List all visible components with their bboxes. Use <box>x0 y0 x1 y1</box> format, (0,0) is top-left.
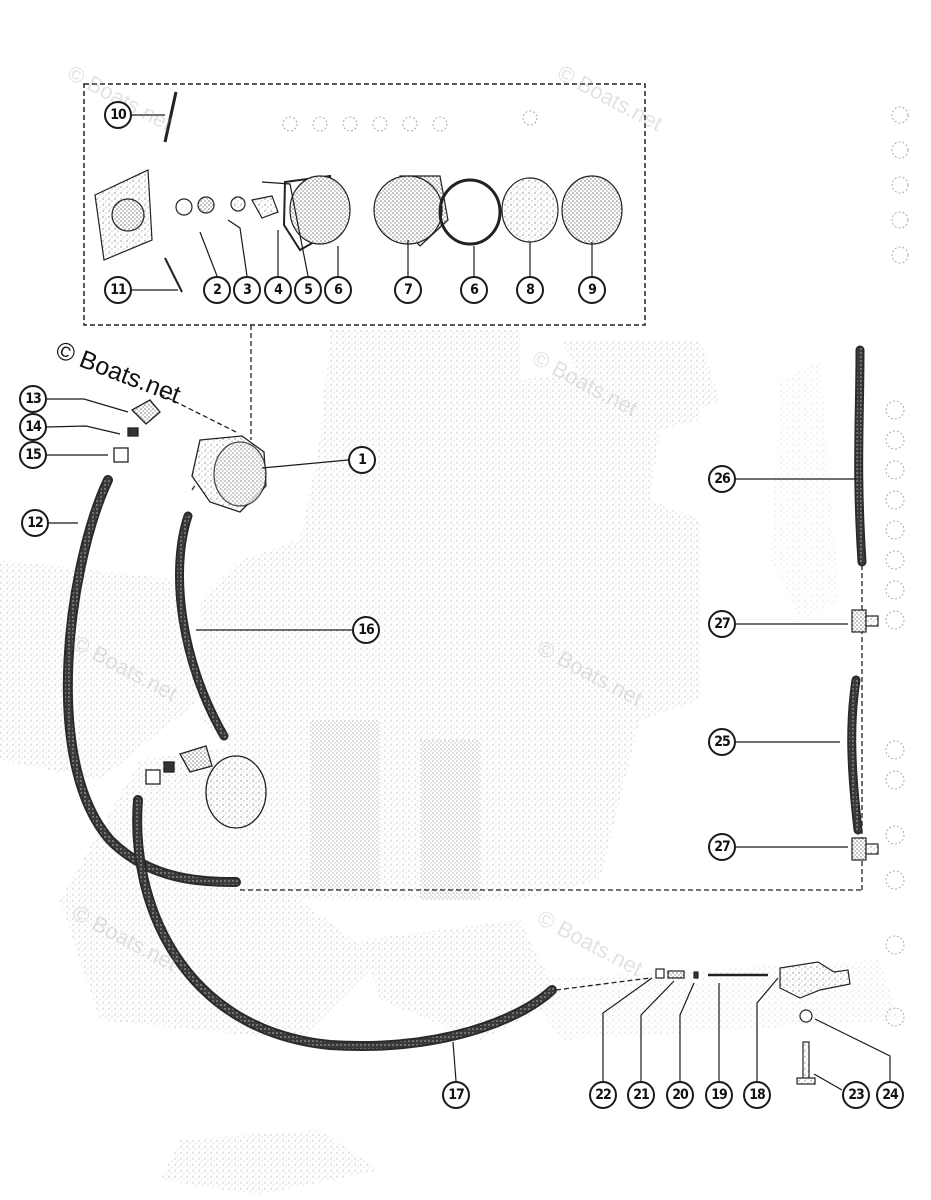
fuel-pump-upper <box>113 399 267 513</box>
callout-24: 24 <box>876 1081 904 1109</box>
fuel-pump-lower <box>145 745 267 829</box>
callout-10: 10 <box>104 101 132 129</box>
leader-line-21 <box>640 980 675 1081</box>
callout-14: 14 <box>19 413 47 441</box>
leader-line-5 <box>261 181 309 277</box>
callout-3: 3 <box>233 276 261 304</box>
callout-27a: 27 <box>708 610 736 638</box>
leader-line-13 <box>47 398 129 413</box>
callout-6b: 6 <box>460 276 488 304</box>
leader-line-24 <box>814 1018 891 1081</box>
callout-16: 16 <box>352 616 380 644</box>
leader-line-2 <box>199 231 218 277</box>
inset-dashed-box <box>83 83 646 326</box>
callout-20: 20 <box>666 1081 694 1109</box>
callout-26: 26 <box>708 465 736 493</box>
callout-15: 15 <box>19 441 47 469</box>
callout-23: 23 <box>842 1081 870 1109</box>
callout-7: 7 <box>394 276 422 304</box>
leader-line-1 <box>261 459 349 469</box>
callout-21: 21 <box>627 1081 655 1109</box>
leader-line-18 <box>756 977 779 1081</box>
leader-lines <box>46 114 891 1091</box>
callout-1: 1 <box>348 446 376 474</box>
fittings <box>655 609 879 1085</box>
callout-6a: 6 <box>324 276 352 304</box>
inset-parts <box>94 91 623 293</box>
callout-5: 5 <box>294 276 322 304</box>
callout-19: 19 <box>705 1081 733 1109</box>
callout-8: 8 <box>516 276 544 304</box>
callout-18: 18 <box>743 1081 771 1109</box>
leader-line-14 <box>46 425 121 435</box>
ghost-bolt-circles <box>282 106 909 1027</box>
leader-line-22 <box>602 977 653 1081</box>
callout-13: 13 <box>19 385 47 413</box>
leader-line-20 <box>679 982 695 1081</box>
leader-line-23 <box>813 1073 843 1091</box>
callout-17: 17 <box>442 1081 470 1109</box>
callout-2: 2 <box>203 276 231 304</box>
callout-4: 4 <box>264 276 292 304</box>
hoses <box>62 345 867 1051</box>
callout-11: 11 <box>104 276 132 304</box>
callout-9: 9 <box>578 276 606 304</box>
leader-line-17 <box>452 1041 457 1082</box>
engine-block-ghost <box>0 330 900 1195</box>
callout-22: 22 <box>589 1081 617 1109</box>
callout-12: 12 <box>21 509 49 537</box>
leader-line-3 <box>227 219 248 277</box>
callout-25: 25 <box>708 728 736 756</box>
callout-27b: 27 <box>708 833 736 861</box>
